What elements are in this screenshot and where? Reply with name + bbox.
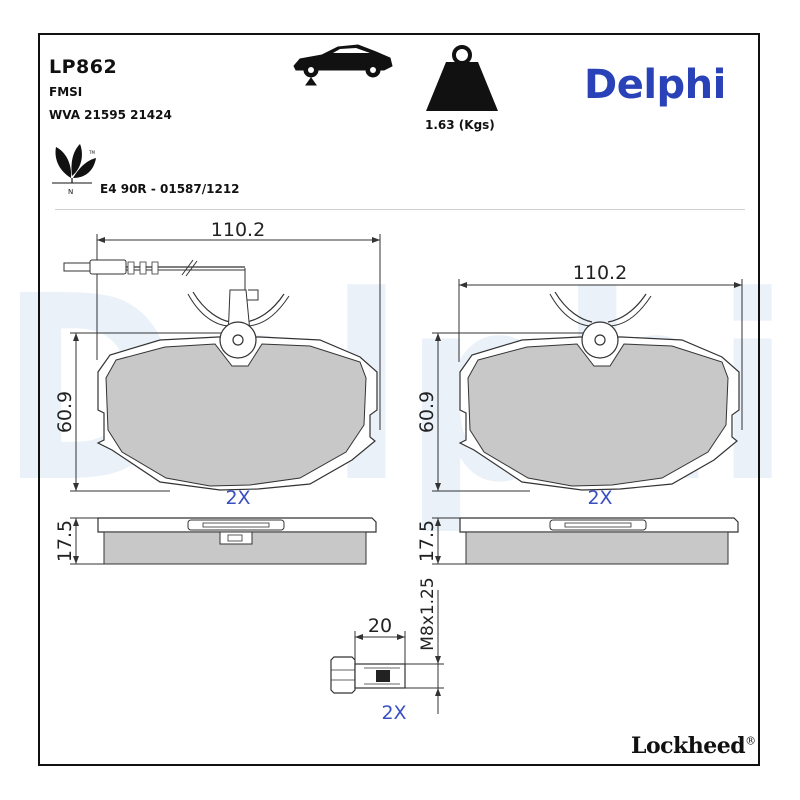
right-pad-height-label: 60.9: [416, 391, 438, 433]
lockheed-logo-text: Lockheed: [631, 733, 746, 759]
left-pad-height-label: 60.9: [54, 391, 76, 433]
eco-leaf-icon: N TM: [52, 144, 96, 196]
bolt-quantity: 2X: [381, 702, 406, 724]
bolt-drawing: 20 M8x1.25 2X: [330, 577, 444, 724]
delphi-logo: Delphi: [584, 62, 726, 108]
right-pad-thickness-label: 17.5: [416, 520, 438, 562]
bolt-thread-label: M8x1.25: [418, 577, 438, 650]
right-pad-front-view: 110.2 60.9 2X: [416, 262, 743, 509]
right-pad-width-label: 110.2: [573, 262, 627, 284]
left-pad-wear-sensor: [63, 259, 259, 301]
wva-number: WVA 21595 21424: [49, 108, 172, 122]
left-pad-front-view: 110.2 60.9: [54, 219, 381, 509]
drawing-frame: [38, 33, 760, 766]
part-number: LP862: [49, 56, 118, 78]
left-pad-quantity: 2X: [225, 487, 250, 509]
lockheed-logo: Lockheed®: [631, 733, 756, 759]
registered-mark: ®: [745, 734, 756, 748]
left-pad-width-label: 110.2: [211, 219, 265, 241]
svg-text:TM: TM: [88, 150, 95, 155]
car-icon: [293, 44, 393, 86]
approval-number: E4 90R - 01587/1212: [100, 182, 240, 196]
right-pad-side-view: 17.5: [416, 517, 739, 565]
bolt-length-label: 20: [368, 615, 392, 637]
right-pad-quantity: 2X: [587, 487, 612, 509]
weight-value: 1.63 (Kgs): [425, 118, 495, 132]
svg-text:N: N: [68, 188, 73, 196]
header-divider: [55, 209, 745, 210]
fmsi-label: FMSI: [49, 85, 83, 99]
left-pad-side-view: 17.5: [54, 517, 377, 565]
left-pad-thickness-label: 17.5: [54, 520, 76, 562]
weight-icon: [426, 45, 498, 111]
